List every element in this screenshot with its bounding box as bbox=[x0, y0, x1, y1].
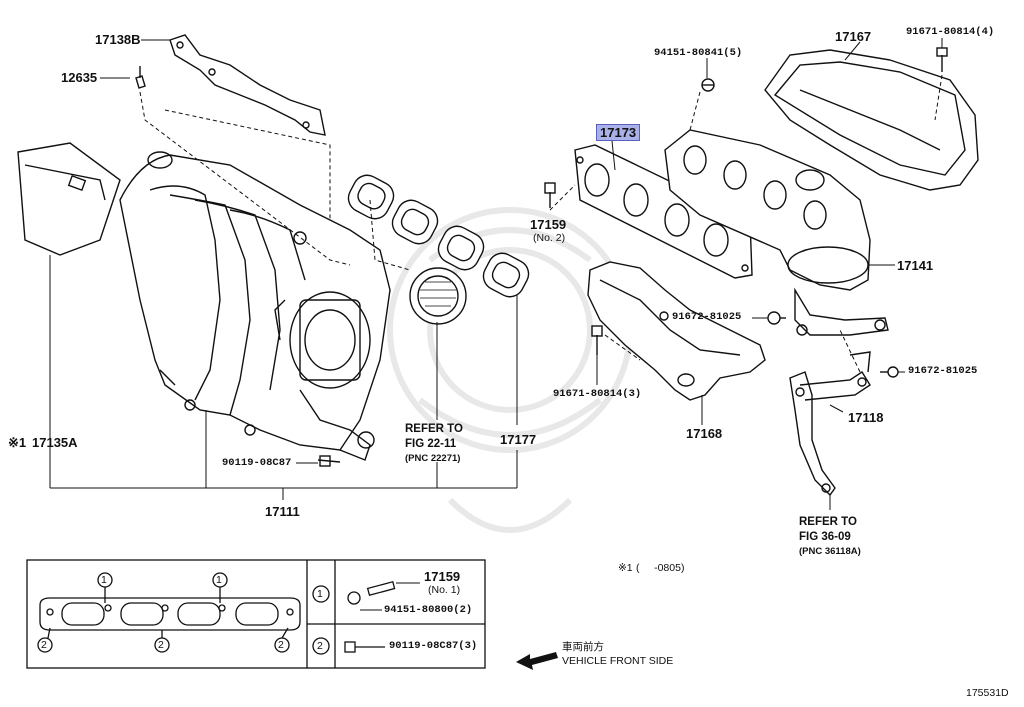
exhaust-manifold-17141 bbox=[664, 129, 889, 336]
legend-90119-08c87-3[interactable]: 90119-08C87(3) bbox=[389, 640, 478, 652]
label-12635[interactable]: 12635 bbox=[61, 70, 98, 85]
refer-line2: FIG 22-11 bbox=[405, 438, 457, 450]
refer-line3: (PNC 22271) bbox=[405, 453, 461, 464]
engine-cover-17135a bbox=[17, 142, 121, 256]
label-17135a-mark: ※1 bbox=[8, 435, 27, 450]
watermark-crest bbox=[387, 207, 633, 533]
label-17138b[interactable]: 17138B bbox=[95, 32, 141, 47]
label-17141[interactable]: 17141 bbox=[897, 258, 934, 273]
bolt-12635 bbox=[135, 66, 146, 89]
legend-17159[interactable]: 17159 bbox=[424, 569, 461, 584]
label-91672-81025-a[interactable]: 91672-81025 bbox=[672, 311, 742, 323]
legend-94151-80800[interactable]: 94151-80800(2) bbox=[384, 604, 473, 616]
bolt-91671-80814-4 bbox=[936, 47, 948, 72]
legend-circle2-c: 2 bbox=[278, 639, 284, 651]
legend-row2-circle: 2 bbox=[317, 640, 323, 652]
label-17173[interactable]: 17173 bbox=[596, 124, 641, 141]
bracket-17118 bbox=[789, 351, 871, 497]
legend-circle1-b: 1 bbox=[216, 574, 222, 586]
legend-circle1-a: 1 bbox=[101, 574, 107, 586]
footnote-text: ( -0805) bbox=[636, 562, 685, 574]
bolt-90119-08c87 bbox=[317, 455, 341, 467]
label-17118[interactable]: 17118 bbox=[848, 410, 884, 425]
legend-circle2-b: 2 bbox=[158, 639, 164, 651]
label-91672-81025-b[interactable]: 91672-81025 bbox=[908, 365, 978, 377]
legend-box bbox=[26, 559, 486, 669]
stud-17159-no2 bbox=[544, 182, 556, 208]
bolt-91672-81025-b bbox=[880, 366, 899, 378]
bolt-91672-81025-a bbox=[767, 311, 786, 325]
intake-manifold-17111 bbox=[119, 151, 391, 461]
label-17159[interactable]: 17159 bbox=[530, 217, 567, 232]
direction-en: VEHICLE FRONT SIDE bbox=[562, 655, 674, 667]
figure-code: 175531D bbox=[966, 687, 1009, 699]
label-91671-80814-4[interactable]: 91671-80814(4) bbox=[906, 26, 995, 38]
refer36-line1: REFER TO bbox=[799, 516, 857, 528]
refer-fig-36-09[interactable]: REFER TO FIG 36-09 (PNC 36118A) bbox=[799, 516, 861, 557]
refer-line1: REFER TO bbox=[405, 423, 463, 435]
bolt-91671-80814-3 bbox=[591, 325, 603, 355]
label-17167[interactable]: 17167 bbox=[835, 29, 872, 44]
refer-fig-22-11[interactable]: REFER TO FIG 22-11 (PNC 22271) bbox=[405, 423, 463, 464]
refer36-line3: (PNC 36118A) bbox=[799, 546, 861, 557]
label-17177[interactable]: 17177 bbox=[500, 432, 537, 447]
label-17159-note: (No. 2) bbox=[533, 232, 566, 244]
gasket-17173 bbox=[574, 144, 753, 279]
label-90119-08c87[interactable]: 90119-08C87 bbox=[222, 457, 292, 469]
legend-row1-circle: 1 bbox=[317, 588, 323, 600]
label-17135a[interactable]: 17135A bbox=[32, 435, 78, 450]
label-17168[interactable]: 17168 bbox=[686, 426, 723, 441]
legend-circle2-a: 2 bbox=[41, 639, 47, 651]
refer36-line2: FIG 36-09 bbox=[799, 531, 851, 543]
label-91671-80814-3[interactable]: 91671-80814(3) bbox=[553, 388, 642, 400]
heat-insulator-17167 bbox=[764, 49, 979, 191]
footnote-mark: ※1 bbox=[618, 562, 633, 574]
label-17111[interactable]: 17111 bbox=[265, 504, 300, 519]
direction-jp: 車両前方 bbox=[562, 641, 604, 653]
throttle-gasket bbox=[409, 267, 467, 325]
gasket-17177 bbox=[347, 174, 530, 298]
label-94151-80841[interactable]: 94151-80841(5) bbox=[654, 47, 743, 59]
legend-17159-note: (No. 1) bbox=[428, 584, 461, 596]
heat-insulator-17168 bbox=[587, 261, 766, 401]
nut-94151-80841 bbox=[701, 78, 715, 92]
bracket-17138b bbox=[169, 34, 326, 136]
front-direction-arrow bbox=[516, 652, 558, 670]
